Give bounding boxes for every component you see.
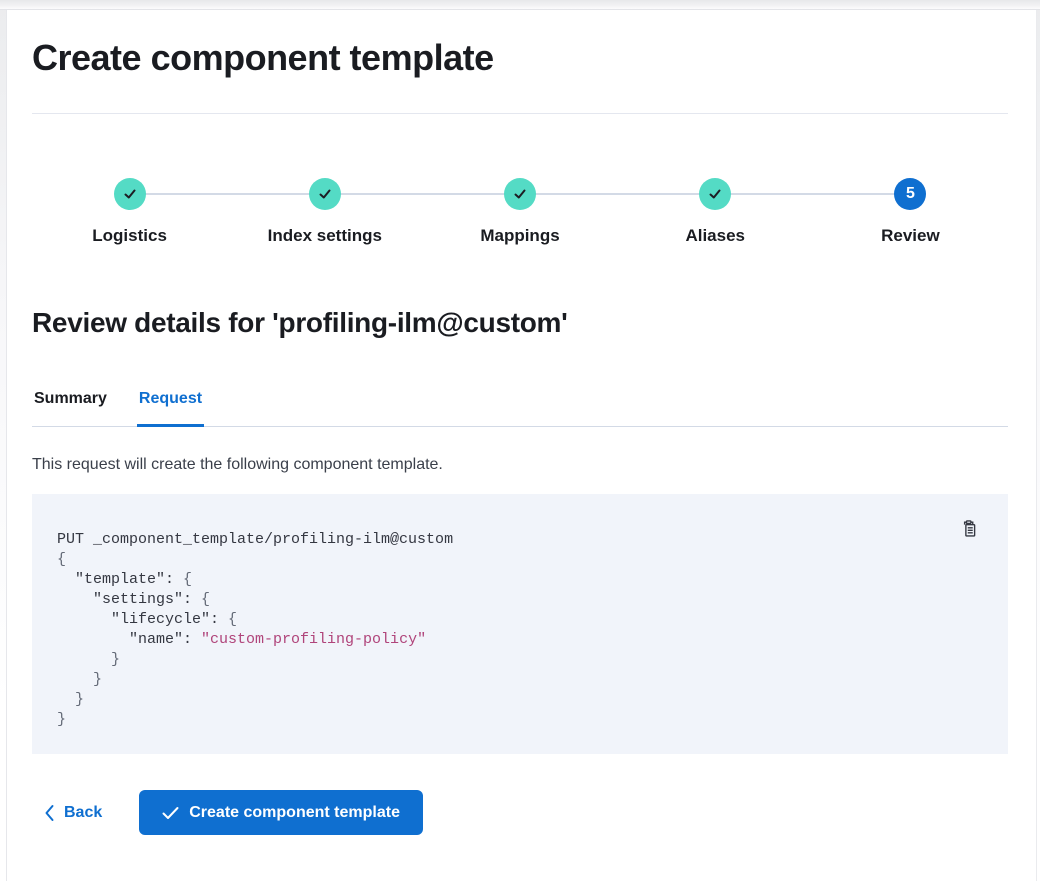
request-description: This request will create the following c…	[32, 456, 443, 473]
create-component-template-page: Create component template Logistics Index…	[8, 10, 1036, 881]
step-complete-check-icon	[308, 178, 341, 210]
step-label: Aliases	[685, 226, 745, 245]
review-heading: Review details for 'profiling-ilm@custom…	[32, 307, 568, 338]
step-label: Mappings	[480, 226, 560, 245]
chevron-left-icon	[44, 804, 55, 822]
step-complete-check-icon	[699, 178, 732, 210]
step-label: Logistics	[92, 226, 167, 245]
step-label: Index settings	[267, 226, 382, 245]
page-title: Create component template	[32, 37, 494, 78]
create-button-label: Create component template	[189, 803, 400, 821]
back-button-label: Back	[64, 803, 103, 821]
step-mappings: Mappings	[422, 178, 617, 248]
step-label: Review	[881, 226, 940, 245]
window-edge-left	[0, 0, 7, 881]
step-complete-check-icon	[504, 178, 536, 210]
step-logistics: Logistics	[32, 178, 227, 248]
step-aliases: Aliases	[618, 178, 813, 248]
header-divider	[32, 113, 1008, 114]
request-code: PUT _component_template/profiling-ilm@cu…	[57, 531, 454, 728]
step-index-settings: Index settings	[227, 178, 422, 248]
step-complete-check-icon	[113, 178, 146, 210]
copy-clipboard-icon[interactable]	[956, 516, 982, 542]
window-edge-right	[1036, 0, 1040, 881]
review-tabs: Summary Request	[32, 387, 1008, 427]
window-edge-top	[0, 0, 1040, 10]
tab-request[interactable]: Request	[136, 387, 205, 427]
request-code-block: PUT _component_template/profiling-ilm@cu…	[32, 494, 1008, 754]
back-button[interactable]: Back	[44, 801, 102, 825]
check-icon	[162, 806, 179, 820]
form-actions: Back Create component template	[32, 790, 1008, 835]
step-current-number: 5	[894, 178, 927, 210]
create-component-template-button[interactable]: Create component template	[139, 790, 423, 835]
tab-summary[interactable]: Summary	[32, 387, 109, 427]
